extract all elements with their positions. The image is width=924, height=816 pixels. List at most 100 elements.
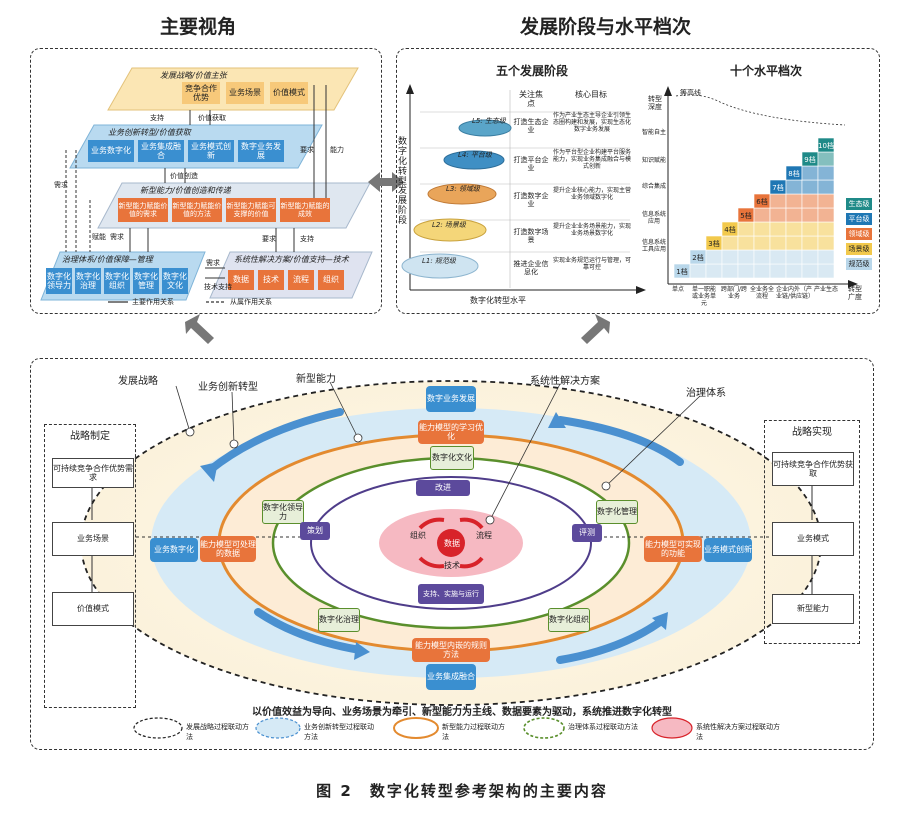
strategy-item-advantage-need: 可持续竞争合作优势需求 [52, 458, 134, 488]
level-y-tick-5: 信息系统工具应用 [641, 239, 666, 253]
level-grade-label: 8档 [788, 169, 799, 178]
strategy-realization-title: 战略实现 [792, 427, 832, 438]
node-digital-business: 数字业务发展 [426, 386, 476, 412]
stage-l4-target: 作为平台型企业构建平台服务能力，实现业务集成融合与模式创新 [552, 149, 631, 170]
figure-caption: 图 2 数字化转型参考架构的主要内容 [316, 782, 608, 800]
levels-x-axis: 转型广度 [848, 285, 862, 301]
realize-item-new-capability: 新型能力 [772, 594, 854, 624]
legend-strategy-process: 发展战略过程联动方法 [186, 723, 249, 741]
cell-org: 组织 [318, 270, 344, 290]
level-grade-label: 6档 [756, 197, 767, 206]
arrow-label-support-1: 支持 [150, 114, 164, 122]
arrow-label-demand-2: 需求 [206, 259, 220, 267]
node-business-digital: 业务数字化 [150, 538, 198, 562]
realize-item-business-mode: 业务模式 [772, 522, 854, 556]
layer-strategy-name: 发展战略/价值主张 [160, 71, 227, 80]
level-grade-label: 4档 [724, 225, 735, 234]
node-support-implement: 支持、实施与运行 [418, 584, 484, 604]
node-improve: 改进 [416, 480, 470, 496]
legend-main-relation: 主要作用关系 [132, 298, 174, 306]
cell-organization: 数字化组织 [104, 268, 130, 294]
col-target-header: 核心目标 [575, 90, 607, 99]
node-management: 数字化管理 [596, 500, 638, 524]
legend-business-process: 业务创新转型过程联动方法 [304, 723, 374, 741]
levels-y-axis: 转型深度 [648, 95, 662, 111]
layer-solution-name: 系统性解决方案/价值支持—技术 [234, 255, 349, 264]
arrow-label-demand-3: 需求 [110, 233, 124, 241]
cell-culture: 数字化文化 [162, 268, 188, 294]
realize-item-advantage: 可持续竞争合作优势获取 [772, 452, 854, 486]
arrow-label-requirement-1: 要求 [300, 146, 314, 154]
arrow-label-support-2: 支持 [300, 235, 314, 243]
stage-l5-focus: 打造生态企业 [513, 118, 549, 135]
cell-scene: 业务场景 [226, 82, 264, 104]
node-leadership: 数字化领导力 [262, 500, 304, 524]
top-left-title: 主要视角 [160, 16, 237, 38]
cell-business-integration: 业务集成融合 [138, 140, 184, 162]
stage-l4-label: L4: 平台级 [458, 151, 492, 159]
arrow-label-demand-1: 需求 [54, 181, 68, 189]
callout-governance: 治理体系 [686, 388, 726, 399]
node-plan: 策划 [300, 522, 330, 540]
cell-cap-method: 新型能力赋能价值的方法 [172, 198, 222, 222]
cell-cap-need: 新型能力赋能价值的需求 [118, 198, 168, 222]
level-grade-label: 10档 [818, 141, 834, 150]
levels-title: 十个水平档次 [730, 64, 803, 78]
node-governance: 数字化治理 [318, 608, 360, 632]
legend-scene: 场景级 [846, 243, 872, 255]
legend-governance-process: 治理体系过程联动方法 [568, 723, 638, 731]
cell-management: 数字化管理 [133, 268, 159, 294]
node-cap-data: 能力模型可处理的数据 [200, 536, 256, 562]
legend-capability-process: 新型能力过程联动方法 [442, 723, 505, 741]
strategy-item-scene: 业务场景 [52, 522, 134, 556]
callout-strategy: 发展战略 [118, 376, 158, 387]
level-grade-label: 2档 [692, 253, 703, 262]
core-tech: 技术 [444, 561, 460, 570]
arrow-label-value-acquire: 价值获取 [198, 114, 226, 122]
core-data: 数据 [444, 539, 460, 548]
layer-business-name: 业务创新转型/价值获取 [108, 128, 191, 137]
callout-capability: 新型能力 [296, 374, 336, 385]
stages-x-axis: 数字化转型水平 [470, 296, 526, 305]
level-cell [817, 137, 835, 153]
cell-leadership: 数字化领导力 [46, 268, 72, 294]
node-organization: 数字化组织 [548, 608, 590, 632]
strategy-formulation-title: 战略制定 [70, 431, 110, 442]
level-grade-label: 7档 [772, 183, 783, 192]
cell-tech: 技术 [258, 270, 284, 290]
legend-norm: 规范级 [846, 258, 872, 270]
legend-sub-relation: 从属作用关系 [230, 298, 272, 306]
level-grade-label: 3档 [708, 239, 719, 248]
node-cap-rules: 能力模型内嵌的规则方法 [412, 638, 490, 662]
level-x-tick-4: 全业务全流程 [749, 286, 774, 300]
stages-panel [396, 48, 880, 314]
level-y-tick-4: 信息系统应用 [641, 211, 666, 225]
arrow-label-requirement-2: 要求 [262, 235, 276, 243]
stage-l1-focus: 推进企业信息化 [513, 260, 549, 277]
layer-governance-name: 治理体系/价值保障—管理 [62, 255, 153, 264]
stage-l2-focus: 打造数字场景 [513, 228, 549, 245]
stage-l5-target: 作为产业生态主导企业引领生态圈构建和发展，实现生态化数字业务发展 [552, 112, 631, 133]
stages-y-axis: 数字化转型发展阶段 [398, 137, 408, 227]
arrow-label-empower: 赋能 [92, 233, 106, 241]
arrow-label-tech-support: 技术支持 [204, 283, 232, 291]
stage-l2-target: 提升企业业务场景能力，实现业务场景数字化 [552, 223, 631, 237]
legend-domain: 领域级 [846, 228, 872, 240]
node-cap-learning: 能力模型的学习优化 [418, 420, 484, 444]
stage-l4-focus: 打造平台企业 [513, 156, 549, 173]
node-cap-function: 能力模型可实现的功能 [644, 536, 702, 562]
strategy-item-value-mode: 价值模式 [52, 592, 134, 626]
arrow-label-ability: 能力 [330, 146, 344, 154]
stage-l1-target: 实现业务规范运行与管理，可靠可控 [552, 257, 631, 271]
level-x-tick-6: 产业生态 [814, 286, 839, 293]
cell-process: 流程 [288, 270, 314, 290]
arrow-label-value-create: 价值创造 [170, 172, 198, 180]
cell-cap-result: 新型能力赋能的成效 [280, 198, 330, 222]
cell-value-mode: 价值模式 [270, 82, 308, 104]
level-x-tick-1: 单点 [671, 286, 684, 293]
node-business-model: 业务模式创新 [704, 538, 752, 562]
stage-l3-focus: 打造数字企业 [513, 192, 549, 209]
